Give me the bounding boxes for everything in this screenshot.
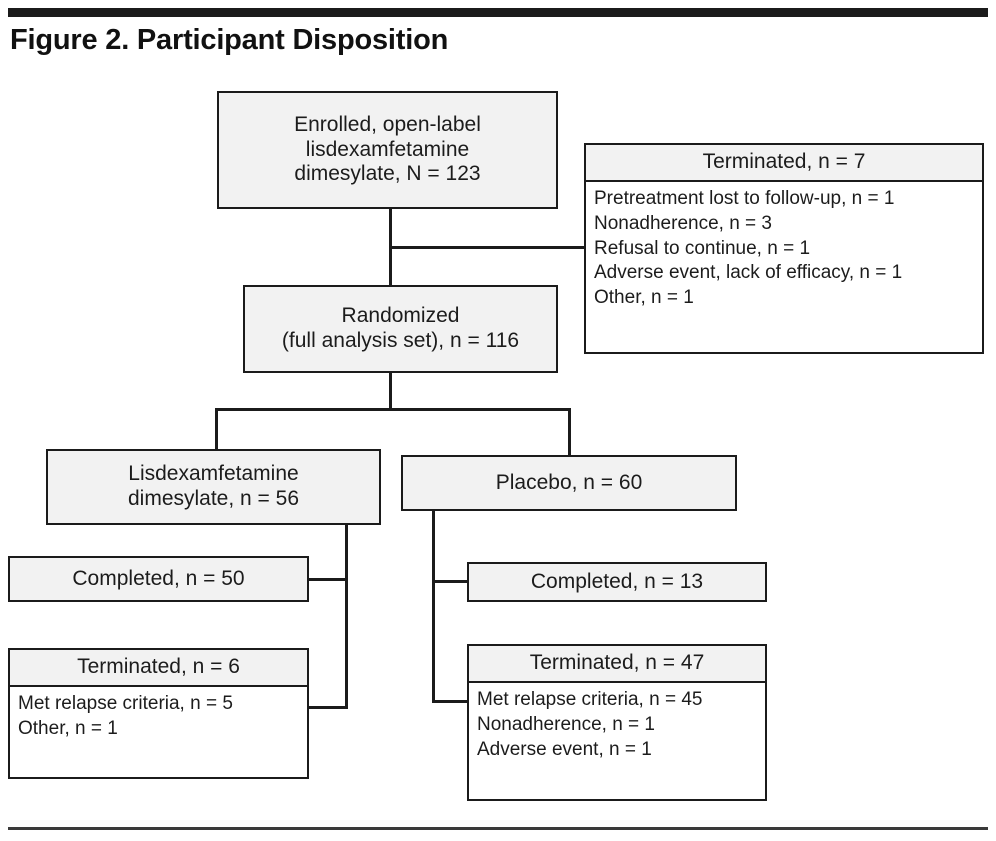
top-rule [8,8,988,17]
terminated-screening-reason-2: Nonadherence, n = 3 [594,212,772,234]
connector-lisdexamfetamine-to-terminated [307,706,348,709]
node-lisdexamfetamine-completed[interactable]: Completed, n = 50 [8,556,309,602]
node-placebo-terminated-reasons: Met relapse criteria, n = 45 Nonadherenc… [469,683,765,769]
node-placebo-completed[interactable]: Completed, n = 13 [467,562,767,602]
connector-placebo-to-completed [432,580,470,583]
terminated-screening-reason-3: Refusal to continue, n = 1 [594,237,811,259]
node-arm-lisdexamfetamine-line-1: Lisdexamfetamine [128,462,299,486]
placebo-terminated-reason-2: Nonadherence, n = 1 [477,713,655,735]
bottom-rule [8,827,988,830]
terminated-screening-reason-4: Adverse event, lack of efficacy, n = 1 [594,262,903,284]
node-placebo-terminated-header: Terminated, n = 47 [469,646,765,684]
node-arm-placebo[interactable]: Placebo, n = 60 [401,455,737,511]
node-enrolled-line-3: dimesylate, N = 123 [294,162,481,186]
node-arm-lisdexamfetamine[interactable]: Lisdexamfetamine dimesylate, n = 56 [46,449,381,525]
node-randomized-line-1: Randomized [341,304,460,328]
node-terminated-screening[interactable]: Terminated, n = 7 Pretreatment lost to f… [584,143,984,354]
connector-split-to-lisdexamfetamine [215,408,218,451]
node-terminated-screening-reasons: Pretreatment lost to follow-up, n = 1 No… [586,182,982,317]
node-arm-lisdexamfetamine-line-2: dimesylate, n = 56 [127,487,299,510]
node-lisdexamfetamine-completed-line-1: Completed, n = 50 [72,566,245,590]
terminated-screening-reason-1: Pretreatment lost to follow-up, n = 1 [594,188,895,210]
figure-title: Figure 2. Participant Disposition [10,24,449,56]
node-lisdexamfetamine-terminated[interactable]: Terminated, n = 6 Met relapse criteria, … [8,648,309,779]
node-placebo-completed-line-1: Completed, n = 13 [530,569,704,593]
node-placebo-terminated[interactable]: Terminated, n = 47 Met relapse criteria,… [467,644,767,801]
node-terminated-screening-header: Terminated, n = 7 [586,145,982,183]
node-enrolled-line-1: Enrolled, open-label [294,112,481,136]
node-arm-placebo-line-1: Placebo, n = 60 [495,470,643,494]
node-randomized[interactable]: Randomized (full analysis set), n = 116 [243,285,558,373]
node-lisdexamfetamine-terminated-header: Terminated, n = 6 [10,650,307,688]
connector-split-to-placebo [568,408,571,457]
lisdexamfetamine-terminated-reason-1: Met relapse criteria, n = 5 [18,693,233,715]
connector-placebo-spine [432,509,435,703]
connector-lisdexamfetamine-to-completed [307,578,348,581]
lisdexamfetamine-terminated-reason-2: Other, n = 1 [18,717,118,739]
terminated-screening-reason-5: Other, n = 1 [594,286,694,308]
node-enrolled[interactable]: Enrolled, open-label lisdexamfetamine di… [217,91,558,209]
placebo-terminated-reason-1: Met relapse criteria, n = 45 [477,689,703,711]
connector-randomized-split [215,408,571,411]
connector-lisdexamfetamine-spine [345,523,348,709]
connector-randomized-down [389,371,392,411]
node-lisdexamfetamine-terminated-reasons: Met relapse criteria, n = 5 Other, n = 1 [10,687,307,748]
placebo-terminated-reason-3: Adverse event, n = 1 [477,738,652,760]
connector-placebo-to-terminated [432,700,470,703]
node-randomized-line-2: (full analysis set), n = 116 [281,329,520,352]
node-enrolled-line-2: lisdexamfetamine [305,137,470,161]
connector-enrolled-to-terminated [389,246,586,249]
